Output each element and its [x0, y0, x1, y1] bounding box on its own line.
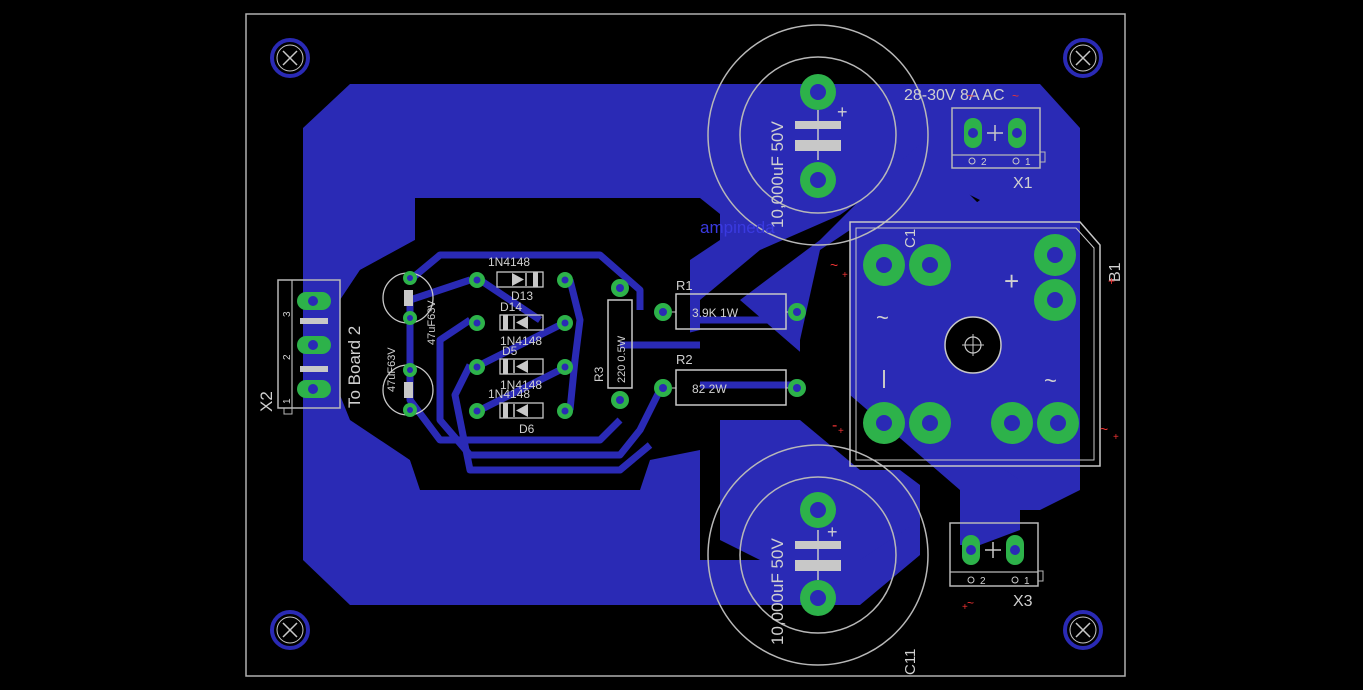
connector-x1: 2 1 28-30V 8A AC X1 ~ ~ — [904, 87, 1046, 192]
mount-hole-tl — [270, 38, 310, 78]
svg-text:+: + — [838, 426, 844, 437]
svg-text:~: ~ — [1100, 421, 1108, 437]
svg-text:+: + — [827, 522, 838, 542]
b1-name: B1 — [1107, 262, 1124, 282]
x2-pin1: 1 — [282, 398, 293, 404]
svg-text:~: ~ — [830, 257, 838, 273]
x2-pin2: 2 — [282, 354, 293, 360]
mount-hole-br — [1063, 610, 1103, 650]
c1-name-label: C1 — [902, 229, 919, 248]
x3-pin1: 1 — [1024, 576, 1030, 587]
inner-traces — [406, 251, 800, 474]
svg-text:~: ~ — [967, 596, 974, 610]
svg-text:+: + — [1113, 432, 1119, 443]
cap-small-a-label: 47uF63V — [386, 347, 398, 392]
d13-name: D13 — [511, 289, 533, 303]
x2-pin3: 3 — [282, 311, 293, 317]
r2-value: 82 2W — [692, 382, 727, 396]
svg-text:~: ~ — [1044, 368, 1057, 393]
x3-pin2: 2 — [980, 576, 986, 587]
diode-d14: D14 1N4148 — [469, 300, 573, 348]
svg-text:+: + — [962, 602, 968, 613]
svg-text:~: ~ — [1012, 89, 1019, 103]
svg-text:-: - — [832, 417, 837, 434]
x1-name: X1 — [1013, 175, 1033, 192]
r1-value: 3.9K 1W — [692, 306, 739, 320]
to-board-label: To Board 2 — [345, 326, 364, 408]
copper-trace-bottom — [720, 420, 920, 560]
resistor-r1: R1 3.9K 1W — [654, 278, 806, 330]
mount-hole-bl — [270, 610, 310, 650]
copper-trace-right-2 — [800, 230, 850, 470]
c11-name-label: C11 — [902, 649, 919, 675]
svg-text:+: + — [1004, 266, 1019, 296]
cap-small-b-label: 47uF63V — [426, 300, 438, 345]
svg-text:+: + — [842, 270, 848, 281]
bridge-rectifier-b1: ~ ~ + B1 ~ + ~ + + - + — [830, 221, 1124, 467]
x1-pin2: 2 — [981, 157, 987, 168]
c11-value-label: 10,000uF 50V — [768, 538, 787, 645]
capacitor-c11: + 10,000uF 50V C11 — [707, 444, 929, 675]
svg-text:~: ~ — [967, 89, 974, 103]
d14-name: D14 — [500, 300, 522, 314]
capacitor-c1: + 10,000uF 50V C1 — [707, 24, 929, 248]
r3-value: 220 0.5W — [616, 335, 628, 383]
x3-name: X3 — [1013, 593, 1033, 610]
diode-d5: D5 1N4148 — [469, 344, 573, 392]
r2-name: R2 — [676, 352, 693, 367]
diode-d13: 1N4148 D13 — [469, 255, 573, 303]
board-outline — [245, 13, 1126, 677]
mounting-holes — [270, 38, 1103, 650]
d6-name: D6 — [519, 422, 535, 436]
r1-name: R1 — [676, 278, 693, 293]
svg-text:+: + — [837, 102, 848, 122]
svg-text:~: ~ — [876, 305, 889, 330]
d14-type: 1N4148 — [500, 334, 542, 348]
c1-value-label: 10,000uF 50V — [768, 121, 787, 228]
d13-type: 1N4148 — [488, 255, 530, 269]
input-label: 28-30V 8A AC — [904, 87, 1005, 104]
connector-x3: 2 1 X3 ~ + — [949, 522, 1044, 613]
small-capacitors: 47uF63V 47uF63V — [382, 271, 438, 417]
resistor-r2: R2 82 2W — [654, 352, 806, 406]
copper-trace-right-1 — [740, 135, 1020, 545]
x2-name: X2 — [257, 391, 276, 412]
x1-pin1: 1 — [1025, 157, 1031, 168]
r3-name: R3 — [592, 366, 606, 382]
resistor-r3: 220 0.5W R3 — [592, 279, 633, 409]
d5-name: D5 — [502, 344, 518, 358]
author-label: ampineda — [700, 218, 775, 237]
connector-x2: 3 2 1 X2 To Board 2 — [257, 279, 364, 415]
diode-d6: 1N4148 D6 — [469, 387, 573, 436]
svg-text:+: + — [1108, 274, 1115, 288]
d5-type: 1N4148 — [500, 378, 542, 392]
mount-hole-tr — [1063, 38, 1103, 78]
d6-type: 1N4148 — [488, 387, 530, 401]
